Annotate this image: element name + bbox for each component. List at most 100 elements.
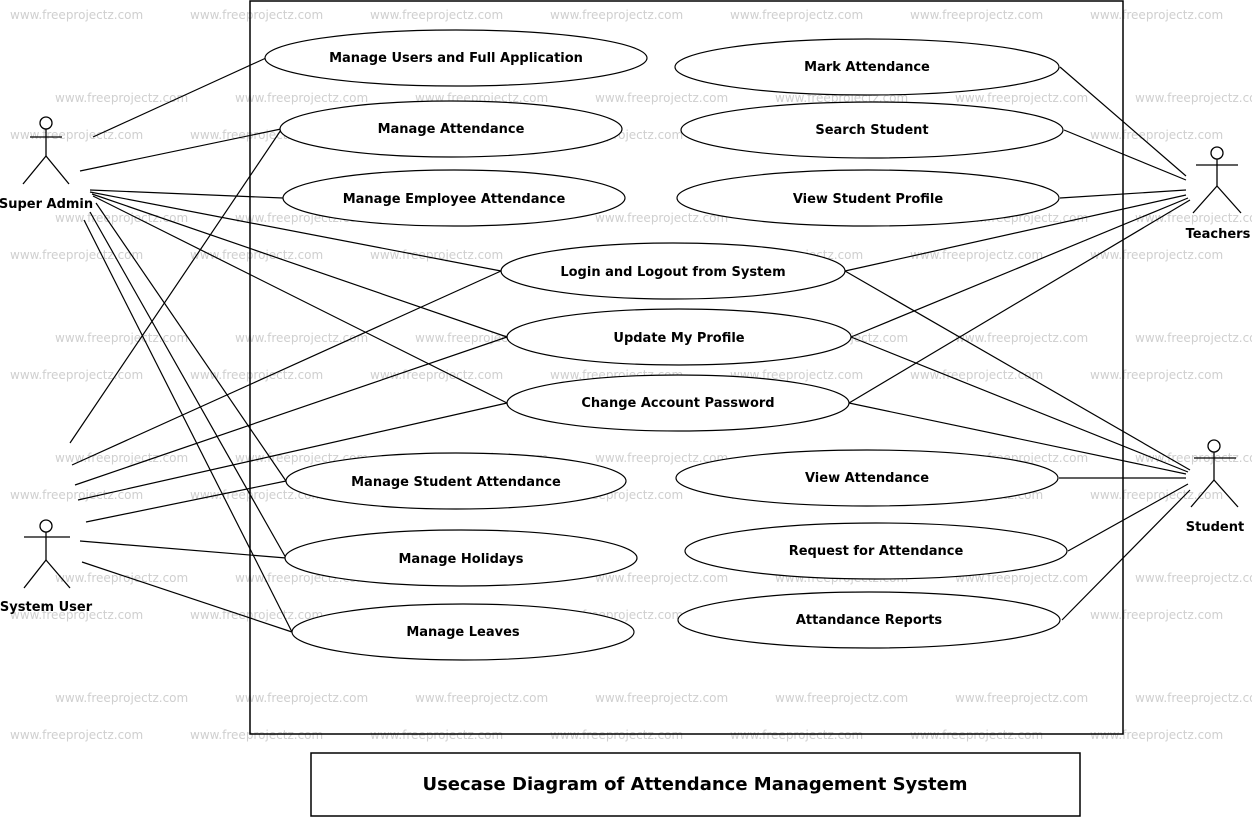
- watermark-text: www.freeprojectz.com: [910, 368, 1043, 382]
- watermark-text: www.freeprojectz.com: [235, 91, 368, 105]
- use-case-search-student[interactable]: Search Student: [680, 101, 1064, 159]
- assoc-line: [81, 561, 293, 633]
- assoc-line: [844, 270, 1191, 471]
- watermark-text: www.freeprojectz.com: [190, 608, 323, 622]
- title-frame: [310, 752, 1081, 817]
- watermark-text: www.freeprojectz.com: [595, 571, 728, 585]
- use-case-mark-attendance[interactable]: Mark Attendance: [674, 38, 1060, 96]
- use-case-label: Attandance Reports: [796, 613, 943, 628]
- watermark-text: www.freeprojectz.com: [370, 8, 503, 22]
- actor-label: Super Admin: [0, 197, 93, 212]
- use-case-label: Manage Leaves: [406, 625, 520, 640]
- use-case-manage-employee-attendance[interactable]: Manage Employee Attendance: [282, 169, 626, 227]
- assoc-line: [848, 199, 1191, 404]
- use-case-request-attendance[interactable]: Request for Attendance: [684, 522, 1068, 580]
- watermark-text: www.freeprojectz.com: [1090, 488, 1223, 502]
- watermark-text: www.freeprojectz.com: [730, 8, 863, 22]
- watermark-text: www.freeprojectz.com: [910, 248, 1043, 262]
- assoc-line: [77, 402, 508, 501]
- actor-label: Student: [1186, 520, 1244, 535]
- stick-figure-icon: [23, 519, 71, 589]
- use-case-label: Mark Attendance: [804, 60, 930, 75]
- watermark-text: www.freeprojectz.com: [1135, 91, 1252, 105]
- assoc-line: [89, 211, 287, 559]
- assoc-line: [89, 189, 284, 199]
- watermark-text: www.freeprojectz.com: [1135, 571, 1252, 585]
- use-case-label: Login and Logout from System: [560, 265, 785, 280]
- watermark-text: www.freeprojectz.com: [595, 691, 728, 705]
- use-case-view-attendance[interactable]: View Attendance: [675, 449, 1059, 507]
- actor-label: Teachers: [1186, 227, 1251, 242]
- use-case-manage-users[interactable]: Manage Users and Full Application: [264, 29, 648, 87]
- use-case-manage-holidays[interactable]: Manage Holidays: [284, 529, 638, 587]
- use-case-manage-student-attendance[interactable]: Manage Student Attendance: [285, 452, 627, 510]
- association-lines: [69, 57, 1191, 633]
- watermark-text: www.freeprojectz.com: [370, 728, 503, 742]
- assoc-line: [71, 270, 502, 466]
- watermark-text: www.freeprojectz.com: [730, 728, 863, 742]
- watermark-text: www.freeprojectz.com: [1135, 331, 1252, 345]
- watermark-text: www.freeprojectz.com: [370, 248, 503, 262]
- watermark-text: www.freeprojectz.com: [910, 728, 1043, 742]
- assoc-line: [850, 197, 1189, 338]
- use-case-label: Manage Student Attendance: [351, 475, 561, 490]
- use-case-label: Update My Profile: [613, 331, 744, 346]
- watermark-text: www.freeprojectz.com: [55, 331, 188, 345]
- use-case-change-password[interactable]: Change Account Password: [506, 374, 850, 432]
- actor-teachers[interactable]: Teachers: [1186, 146, 1251, 242]
- watermark-text: www.freeprojectz.com: [955, 571, 1088, 585]
- use-case-view-student-profile[interactable]: View Student Profile: [676, 169, 1060, 227]
- watermark-text: www.freeprojectz.com: [55, 571, 188, 585]
- stick-figure-icon: [1190, 439, 1239, 508]
- actor-system-user[interactable]: System User: [0, 519, 93, 615]
- system-boundary: [249, 0, 1124, 735]
- use-case-attendance-reports[interactable]: Attandance Reports: [677, 591, 1061, 649]
- watermark-text: www.freeprojectz.com: [1090, 8, 1223, 22]
- assoc-line: [89, 191, 502, 272]
- actor-student[interactable]: Student: [1186, 439, 1244, 535]
- actor-label: System User: [0, 600, 93, 615]
- diagram-title-box: Usecase Diagram of Attendance Management…: [310, 752, 1081, 817]
- actor-super-admin[interactable]: Super Admin: [0, 116, 93, 212]
- use-case-update-profile[interactable]: Update My Profile: [506, 308, 852, 366]
- watermark-text: www.freeprojectz.com: [10, 8, 143, 22]
- use-case-label: Manage Users and Full Application: [329, 51, 583, 66]
- assoc-line: [69, 129, 282, 444]
- watermark-text: www.freeprojectz.com: [190, 488, 323, 502]
- use-case-login-logout[interactable]: Login and Logout from System: [500, 242, 846, 300]
- watermark-text: www.freeprojectz.com: [595, 451, 728, 465]
- watermark-text: www.freeprojectz.com: [415, 691, 548, 705]
- watermark-text: www.freeprojectz.com: [10, 248, 143, 262]
- assoc-line: [844, 194, 1187, 272]
- stick-figure-icon: [1192, 146, 1242, 214]
- watermark-text: www.freeprojectz.com: [955, 331, 1088, 345]
- watermark-text: www.freeprojectz.com: [55, 91, 188, 105]
- watermark-text: www.freeprojectz.com: [10, 128, 143, 142]
- watermark-text: www.freeprojectz.com: [190, 728, 323, 742]
- watermark-text: www.freeprojectz.com: [190, 368, 323, 382]
- assoc-line: [1059, 66, 1187, 177]
- watermark-text: www.freeprojectz.com: [10, 728, 143, 742]
- assoc-line: [1063, 129, 1187, 181]
- use-case-label: Manage Attendance: [378, 122, 525, 137]
- assoc-line: [1067, 483, 1189, 552]
- use-case-label: Change Account Password: [581, 396, 774, 411]
- use-case-label: View Student Profile: [793, 192, 944, 207]
- watermark-text: www.freeprojectz.com: [235, 691, 368, 705]
- use-case-manage-attendance[interactable]: Manage Attendance: [279, 100, 623, 158]
- watermark-text: www.freeprojectz.com: [910, 8, 1043, 22]
- use-case-manage-leaves[interactable]: Manage Leaves: [291, 603, 635, 661]
- use-case-label: View Attendance: [805, 471, 929, 486]
- watermark-text: www.freeprojectz.com: [1090, 608, 1223, 622]
- watermark-text: www.freeprojectz.com: [550, 728, 683, 742]
- watermark-text: www.freeprojectz.com: [595, 91, 728, 105]
- use-case-label: Search Student: [815, 123, 928, 138]
- stick-figure-icon: [22, 116, 70, 185]
- watermark-text: www.freeprojectz.com: [190, 8, 323, 22]
- watermark-text: www.freeprojectz.com: [1135, 691, 1252, 705]
- diagram-title: Usecase Diagram of Attendance Management…: [422, 774, 967, 795]
- assoc-line: [1059, 189, 1187, 199]
- watermark-text: www.freeprojectz.com: [370, 368, 503, 382]
- watermark-text: www.freeprojectz.com: [10, 488, 143, 502]
- assoc-line: [1061, 489, 1191, 621]
